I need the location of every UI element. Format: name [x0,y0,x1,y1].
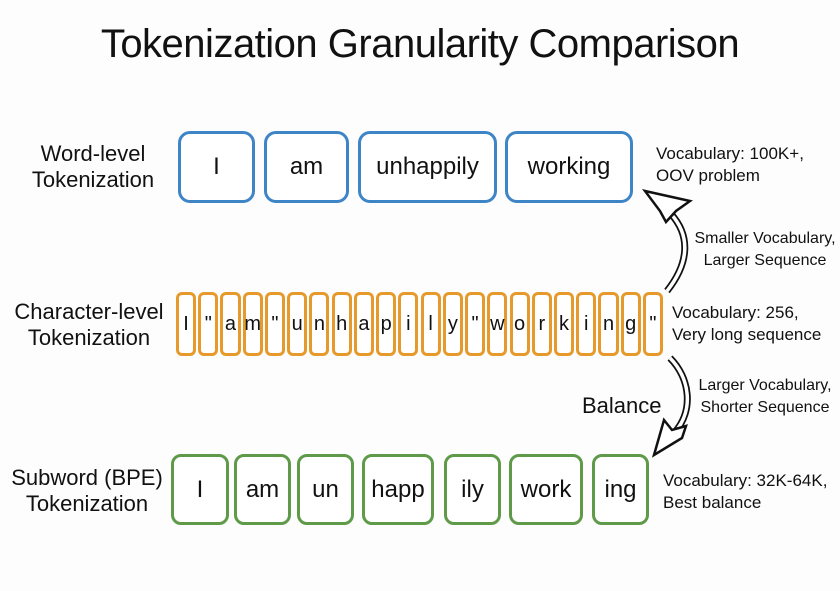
subword-token: un [297,454,354,525]
diagram-title: Tokenization Granularity Comparison [100,22,740,66]
char-token: i [398,292,419,356]
curved-arrow-down-icon [651,355,691,458]
char-token: l [420,292,441,356]
word-token: am [264,131,349,203]
char-token: a [220,292,241,356]
up-arrow-caption-line2: Larger Sequence [703,252,827,269]
word-token: I [178,131,255,203]
word-level-note-line1: Vocabulary: 100K+, [656,144,804,163]
char-token: w [487,292,508,356]
char-level-label: Character-level Tokenization [8,299,170,351]
char-token: " [642,292,663,356]
char-token: n [309,292,330,356]
curved-arrow-up-icon [641,189,694,294]
char-token: o [509,292,530,356]
subword-token: ing [592,454,649,525]
word-token: working [505,131,633,203]
word-level-note-line2: OOV problem [656,166,760,185]
char-token: n [598,292,619,356]
subword-label-line2: Tokenization [25,491,149,516]
balance-label: Balance [582,393,662,418]
char-token: r [531,292,552,356]
down-arrow-caption-line2: Shorter Sequence [700,399,830,416]
char-level-note: Vocabulary: 256, Very long sequence [672,302,821,346]
char-token: " [198,292,219,356]
char-token: i [576,292,597,356]
char-level-note-line1: Vocabulary: 256, [672,303,799,322]
subword-token: am [234,454,291,525]
down-arrow-caption: Larger Vocabulary, Shorter Sequence [692,375,838,419]
char-token: h [331,292,352,356]
word-level-note: Vocabulary: 100K+, OOV problem [656,143,804,187]
subword-label: Subword (BPE) Tokenization [8,465,166,517]
word-token: unhappily [358,131,497,203]
char-token: " [264,292,285,356]
char-token: m [242,292,263,356]
subword-token: I [171,454,229,525]
char-token: p [376,292,397,356]
char-level-note-line2: Very long sequence [672,325,822,344]
char-level-label-line2: Tokenization [27,325,151,350]
subword-token: happ [362,454,434,525]
char-token: I [176,292,197,356]
subword-label-line1: Subword (BPE) [11,465,163,490]
up-arrow-caption-line1: Smaller Vocabulary, [694,230,836,247]
char-token: u [287,292,308,356]
up-arrow-caption: Smaller Vocabulary, Larger Sequence [690,228,840,272]
word-level-label-line1: Word-level [40,141,146,166]
word-level-label-line2: Tokenization [31,167,155,192]
char-token: k [554,292,575,356]
subword-note: Vocabulary: 32K-64K, Best balance [663,470,827,514]
char-token: y [442,292,463,356]
word-level-label: Word-level Tokenization [18,141,168,193]
subword-note-line2: Best balance [663,493,762,512]
char-token: g [620,292,641,356]
subword-note-line1: Vocabulary: 32K-64K, [663,471,828,490]
char-token: a [353,292,374,356]
char-level-label-line1: Character-level [14,299,164,324]
subword-token: work [509,454,583,525]
down-arrow-caption-line1: Larger Vocabulary, [698,377,832,394]
subword-token: ily [444,454,501,525]
char-token: " [465,292,486,356]
